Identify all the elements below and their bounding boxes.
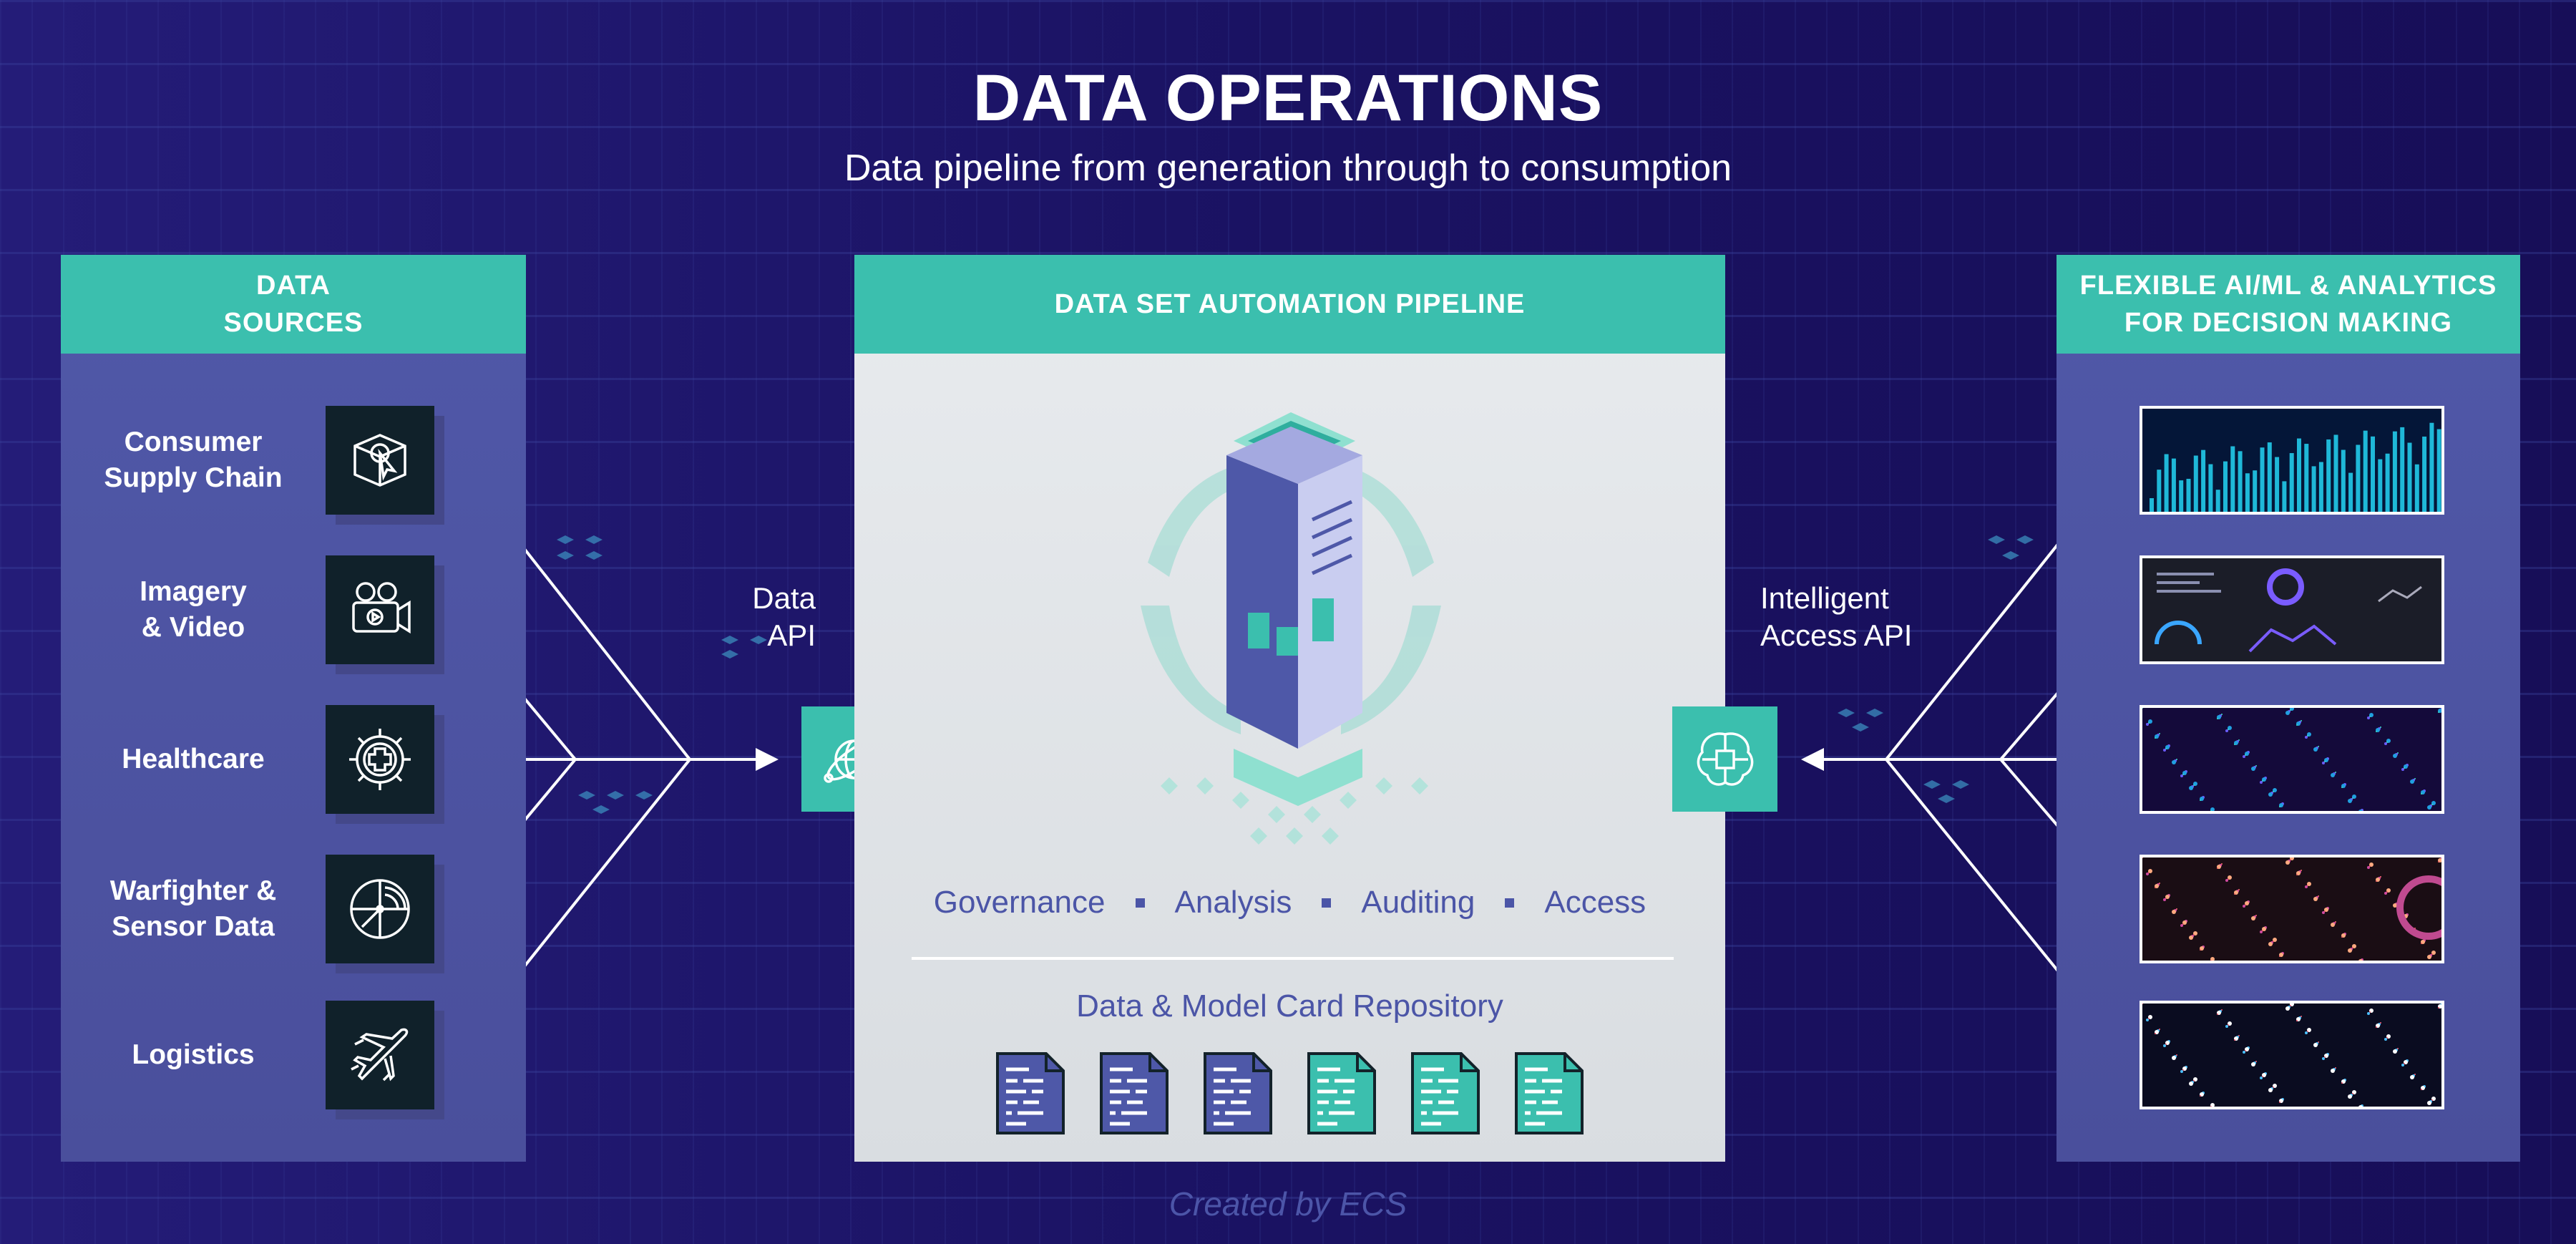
label-line: Consumer: [124, 427, 263, 457]
label-line: & Video: [141, 612, 245, 643]
source-icon-tile[interactable]: [326, 406, 434, 515]
divider: [912, 957, 1674, 960]
source-icon-tile[interactable]: [326, 555, 434, 664]
network-map-visual-graphic: [2142, 708, 2441, 811]
particle-stream-visual[interactable]: [2140, 1001, 2444, 1109]
header-line: DATA: [256, 271, 331, 301]
bullet-separator: [1322, 898, 1332, 908]
document-card-icon: [1515, 1052, 1584, 1134]
label-line: Intelligent: [1760, 581, 1889, 615]
label-line: Data: [752, 581, 816, 615]
page-subtitle: Data pipeline from generation through to…: [844, 147, 1732, 189]
label-line: Supply Chain: [104, 462, 283, 493]
header-line: FLEXIBLE AI/ML & ANALYTICS: [2079, 271, 2497, 301]
label-line: Healthcare: [122, 744, 265, 774]
box-cursor-icon: [353, 434, 406, 487]
pipeline-panel: DATA SET AUTOMATION PIPELINE Governance A…: [854, 255, 1725, 1162]
label-line: Imagery: [140, 576, 247, 607]
label-line: Warfighter &: [109, 875, 277, 906]
page-title: DATA OPERATIONS: [972, 62, 1604, 135]
source-label: Logistics: [14, 1037, 372, 1073]
brain-chip-icon: [1697, 732, 1753, 786]
data-sources-header: DATA SOURCES: [61, 255, 526, 354]
network-map-visual[interactable]: [2140, 705, 2444, 814]
function-governance: Governance: [933, 885, 1106, 920]
source-label: Healthcare: [14, 742, 372, 777]
header-line: FOR DECISION MAKING: [2124, 308, 2453, 338]
analytics-panel: FLEXIBLE AI/ML & ANALYTICS FOR DECISION M…: [2057, 255, 2520, 1162]
repository-label: Data & Model Card Repository: [1076, 988, 1503, 1024]
access-api-node[interactable]: [1672, 706, 1777, 812]
analytics-header: FLEXIBLE AI/ML & ANALYTICS FOR DECISION M…: [2057, 255, 2520, 354]
document-card-icon: [1411, 1052, 1480, 1134]
gear-medical-cross-icon: [349, 729, 411, 790]
function-analysis: Analysis: [1174, 885, 1292, 920]
document-card-icon: [1100, 1052, 1169, 1134]
credit-text: Created by ECS: [1169, 1185, 1407, 1223]
source-icon-tile[interactable]: [326, 705, 434, 814]
bar-chart-visual[interactable]: [2140, 406, 2444, 515]
document-card-icon: [1204, 1052, 1272, 1134]
document-card-icon: [996, 1052, 1065, 1134]
function-auditing: Auditing: [1361, 885, 1475, 920]
dashboard-visual-graphic: [2142, 558, 2441, 661]
pipeline-header: DATA SET AUTOMATION PIPELINE: [854, 255, 1725, 354]
header-line: SOURCES: [223, 308, 364, 338]
airplane-icon: [351, 1028, 409, 1082]
function-access: Access: [1544, 885, 1646, 920]
light-burst-visual-graphic: [2142, 857, 2441, 961]
label-line: Access API: [1760, 618, 1913, 652]
document-list: [996, 1052, 1584, 1134]
dashboard-visual[interactable]: [2140, 555, 2444, 664]
particle-stream-visual-graphic: [2142, 1004, 2441, 1107]
server-tower-icon: [1141, 412, 1441, 845]
light-burst-visual[interactable]: [2140, 855, 2444, 963]
pipeline-functions: Governance Analysis Auditing Access: [854, 885, 1725, 920]
source-icon-tile[interactable]: [326, 855, 434, 963]
source-label: Imagery & Video: [14, 574, 372, 646]
label-line: API: [767, 618, 816, 652]
label-line: Sensor Data: [112, 911, 275, 942]
document-card-icon: [1307, 1052, 1376, 1134]
bullet-separator: [1135, 898, 1145, 908]
radar-icon: [350, 879, 410, 939]
source-label: Warfighter & Sensor Data: [14, 873, 372, 945]
video-camera-icon: [352, 582, 411, 634]
source-icon-tile[interactable]: [326, 1001, 434, 1109]
label-line: Logistics: [132, 1039, 255, 1070]
bar-chart-visual-graphic: [2142, 409, 2441, 512]
bullet-separator: [1505, 898, 1515, 908]
